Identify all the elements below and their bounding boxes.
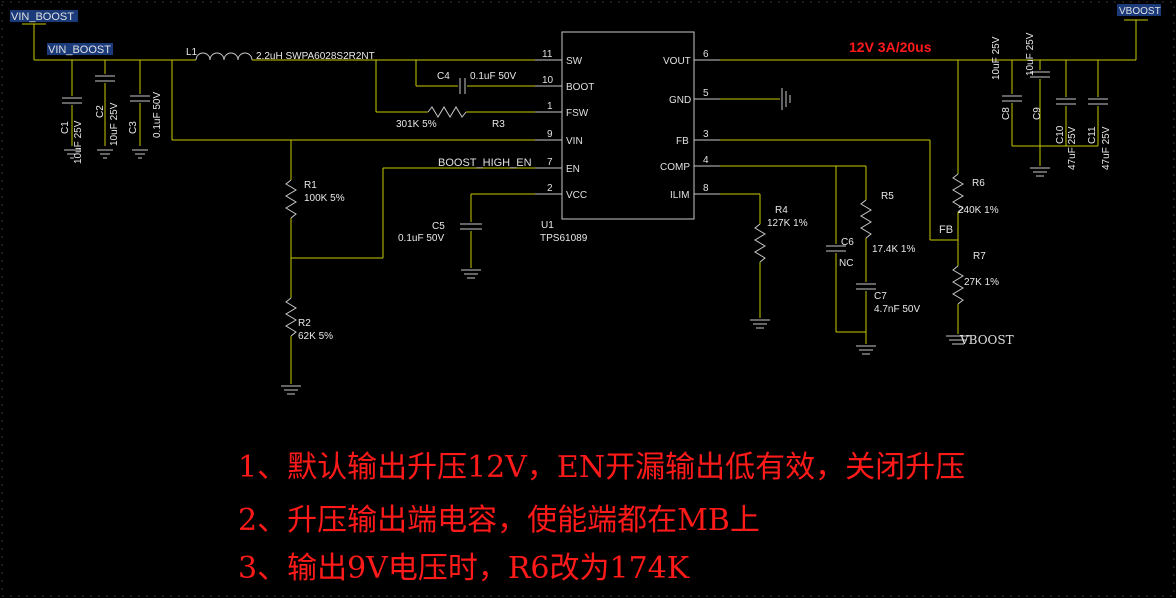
svg-text:4.7nF 50V: 4.7nF 50V bbox=[874, 304, 920, 315]
gnd-pin5 bbox=[720, 88, 791, 110]
svg-text:C10: C10 bbox=[1055, 125, 1066, 144]
svg-text:SW: SW bbox=[566, 56, 583, 67]
vin-boost-port: VIN_BOOST bbox=[10, 10, 78, 60]
svg-text:0.1uF 50V: 0.1uF 50V bbox=[470, 71, 516, 82]
svg-text:100K 5%: 100K 5% bbox=[304, 193, 345, 204]
vboost-port: VBOOST bbox=[1117, 4, 1161, 60]
svg-text:10uF 25V: 10uF 25V bbox=[1025, 32, 1036, 76]
svg-text:C5: C5 bbox=[432, 221, 445, 232]
design-notes: 1、默认输出升压12V，EN开漏输出低有效，关闭升压 2、升压输出端电容，使能端… bbox=[238, 450, 965, 586]
svg-text:10uF 25V: 10uF 25V bbox=[73, 120, 84, 164]
ic-right-pins: 6 VOUT 5 GND 3 FB 4 COMP 8 ILIM bbox=[660, 49, 720, 201]
svg-text:6: 6 bbox=[703, 49, 709, 60]
svg-text:2: 2 bbox=[547, 183, 553, 194]
inductor-l1: L1 2.2uH SWPA6028S2R2NT bbox=[186, 47, 535, 62]
svg-text:ILIM: ILIM bbox=[670, 190, 689, 201]
svg-text:5: 5 bbox=[703, 88, 709, 99]
svg-text:C4: C4 bbox=[437, 71, 450, 82]
svg-text:R5: R5 bbox=[881, 191, 894, 202]
vin-boost-port-label: VIN_BOOST bbox=[11, 11, 74, 23]
svg-text:0.1uF 50V: 0.1uF 50V bbox=[398, 233, 444, 244]
svg-text:3: 3 bbox=[703, 129, 709, 140]
svg-text:11: 11 bbox=[542, 49, 553, 60]
svg-text:8: 8 bbox=[703, 183, 709, 194]
svg-text:C3: C3 bbox=[128, 121, 139, 134]
svg-text:R6: R6 bbox=[972, 178, 985, 189]
note-2: 2、升压输出端电容，使能端都在MB上 bbox=[238, 503, 760, 538]
note-3: 3、输出9V电压时，R6改为174K bbox=[238, 551, 690, 586]
svg-text:47uF 25V: 47uF 25V bbox=[1101, 126, 1112, 170]
svg-text:R3: R3 bbox=[492, 119, 505, 130]
svg-text:62K 5%: 62K 5% bbox=[298, 331, 333, 342]
resistor-r3: 301K 5% R3 bbox=[375, 60, 535, 130]
vboost-port-label: VBOOST bbox=[1119, 6, 1161, 17]
svg-text:EN: EN bbox=[566, 164, 580, 175]
svg-text:FSW: FSW bbox=[566, 108, 589, 119]
svg-text:VIN: VIN bbox=[566, 136, 583, 147]
svg-text:NC: NC bbox=[839, 258, 853, 269]
svg-text:R1: R1 bbox=[304, 180, 317, 191]
note-1: 1、默认输出升压12V，EN开漏输出低有效，关闭升压 bbox=[238, 450, 965, 485]
svg-text:4: 4 bbox=[703, 155, 709, 166]
svg-text:R7: R7 bbox=[973, 251, 986, 262]
svg-text:R4: R4 bbox=[775, 205, 788, 216]
svg-text:COMP: COMP bbox=[660, 162, 690, 173]
svg-text:C9: C9 bbox=[1032, 107, 1043, 120]
resistor-divider-r1-r2: R1 100K 5% R2 62K 5% bbox=[281, 140, 535, 395]
vout-spec-label: 12V 3A/20us bbox=[849, 39, 932, 55]
svg-text:1: 1 bbox=[547, 101, 553, 112]
fb-net-label: FB bbox=[939, 224, 953, 236]
svg-text:C6: C6 bbox=[841, 237, 854, 248]
svg-text:GND: GND bbox=[669, 95, 691, 106]
vboost-bottom-label: VBOOST bbox=[959, 333, 1014, 347]
svg-text:C11: C11 bbox=[1087, 126, 1098, 144]
svg-text:27K 1%: 27K 1% bbox=[964, 277, 999, 288]
svg-text:2.2uH SWPA6028S2R2NT: 2.2uH SWPA6028S2R2NT bbox=[256, 51, 375, 62]
ilim-resistor-r4: R4 127K 1% bbox=[720, 193, 808, 329]
vin-boost-net-label: VIN_BOOST bbox=[48, 44, 111, 56]
capacitor-c4: C4 0.1uF 50V bbox=[415, 60, 535, 94]
svg-text:R2: R2 bbox=[298, 318, 311, 329]
svg-text:U1: U1 bbox=[541, 220, 554, 231]
svg-text:301K 5%: 301K 5% bbox=[396, 119, 437, 130]
svg-text:240K 1%: 240K 1% bbox=[958, 205, 999, 216]
output-capacitors: 10uF 25V C8 10uF 25V C9 C10 47uF 25V C11… bbox=[991, 32, 1112, 177]
svg-text:7: 7 bbox=[547, 157, 553, 168]
boost-high-en-label: BOOST_HIGH_EN bbox=[438, 157, 532, 169]
svg-text:10uF 25V: 10uF 25V bbox=[109, 102, 120, 146]
svg-text:9: 9 bbox=[547, 129, 553, 140]
svg-text:10: 10 bbox=[542, 75, 554, 86]
ic-left-pins: 11 SW 10 BOOT 1 FSW 9 VIN 7 EN 2 VCC bbox=[535, 49, 594, 201]
svg-text:127K 1%: 127K 1% bbox=[767, 218, 808, 229]
feedback-divider-r6-r7: FB R6 240K 1% R7 27K 1% VBOOST bbox=[720, 60, 1014, 347]
svg-text:C1: C1 bbox=[60, 121, 71, 134]
ic-u1-body: U1 TPS61089 bbox=[540, 31, 695, 244]
svg-text:L1: L1 bbox=[186, 47, 198, 58]
svg-text:C8: C8 bbox=[1001, 107, 1012, 120]
comp-network: C6 NC R5 17.4K 1% C7 4.7nF 50V bbox=[720, 165, 920, 355]
svg-text:VCC: VCC bbox=[566, 190, 587, 201]
svg-text:47uF 25V: 47uF 25V bbox=[1067, 126, 1078, 170]
svg-text:TPS61089: TPS61089 bbox=[540, 233, 588, 244]
svg-text:C2: C2 bbox=[95, 105, 106, 118]
svg-text:0.1uF 50V: 0.1uF 50V bbox=[152, 92, 163, 138]
svg-text:17.4K 1%: 17.4K 1% bbox=[872, 244, 915, 255]
input-capacitors: C1 10uF 25V C2 10uF 25V C3 0.1uF 50V bbox=[60, 60, 163, 164]
svg-text:FB: FB bbox=[676, 136, 689, 147]
svg-text:VOUT: VOUT bbox=[663, 56, 691, 67]
svg-text:10uF 25V: 10uF 25V bbox=[991, 36, 1002, 80]
svg-text:C7: C7 bbox=[874, 291, 887, 302]
svg-text:BOOT: BOOT bbox=[566, 82, 594, 93]
capacitor-c5: C5 0.1uF 50V bbox=[398, 193, 535, 279]
